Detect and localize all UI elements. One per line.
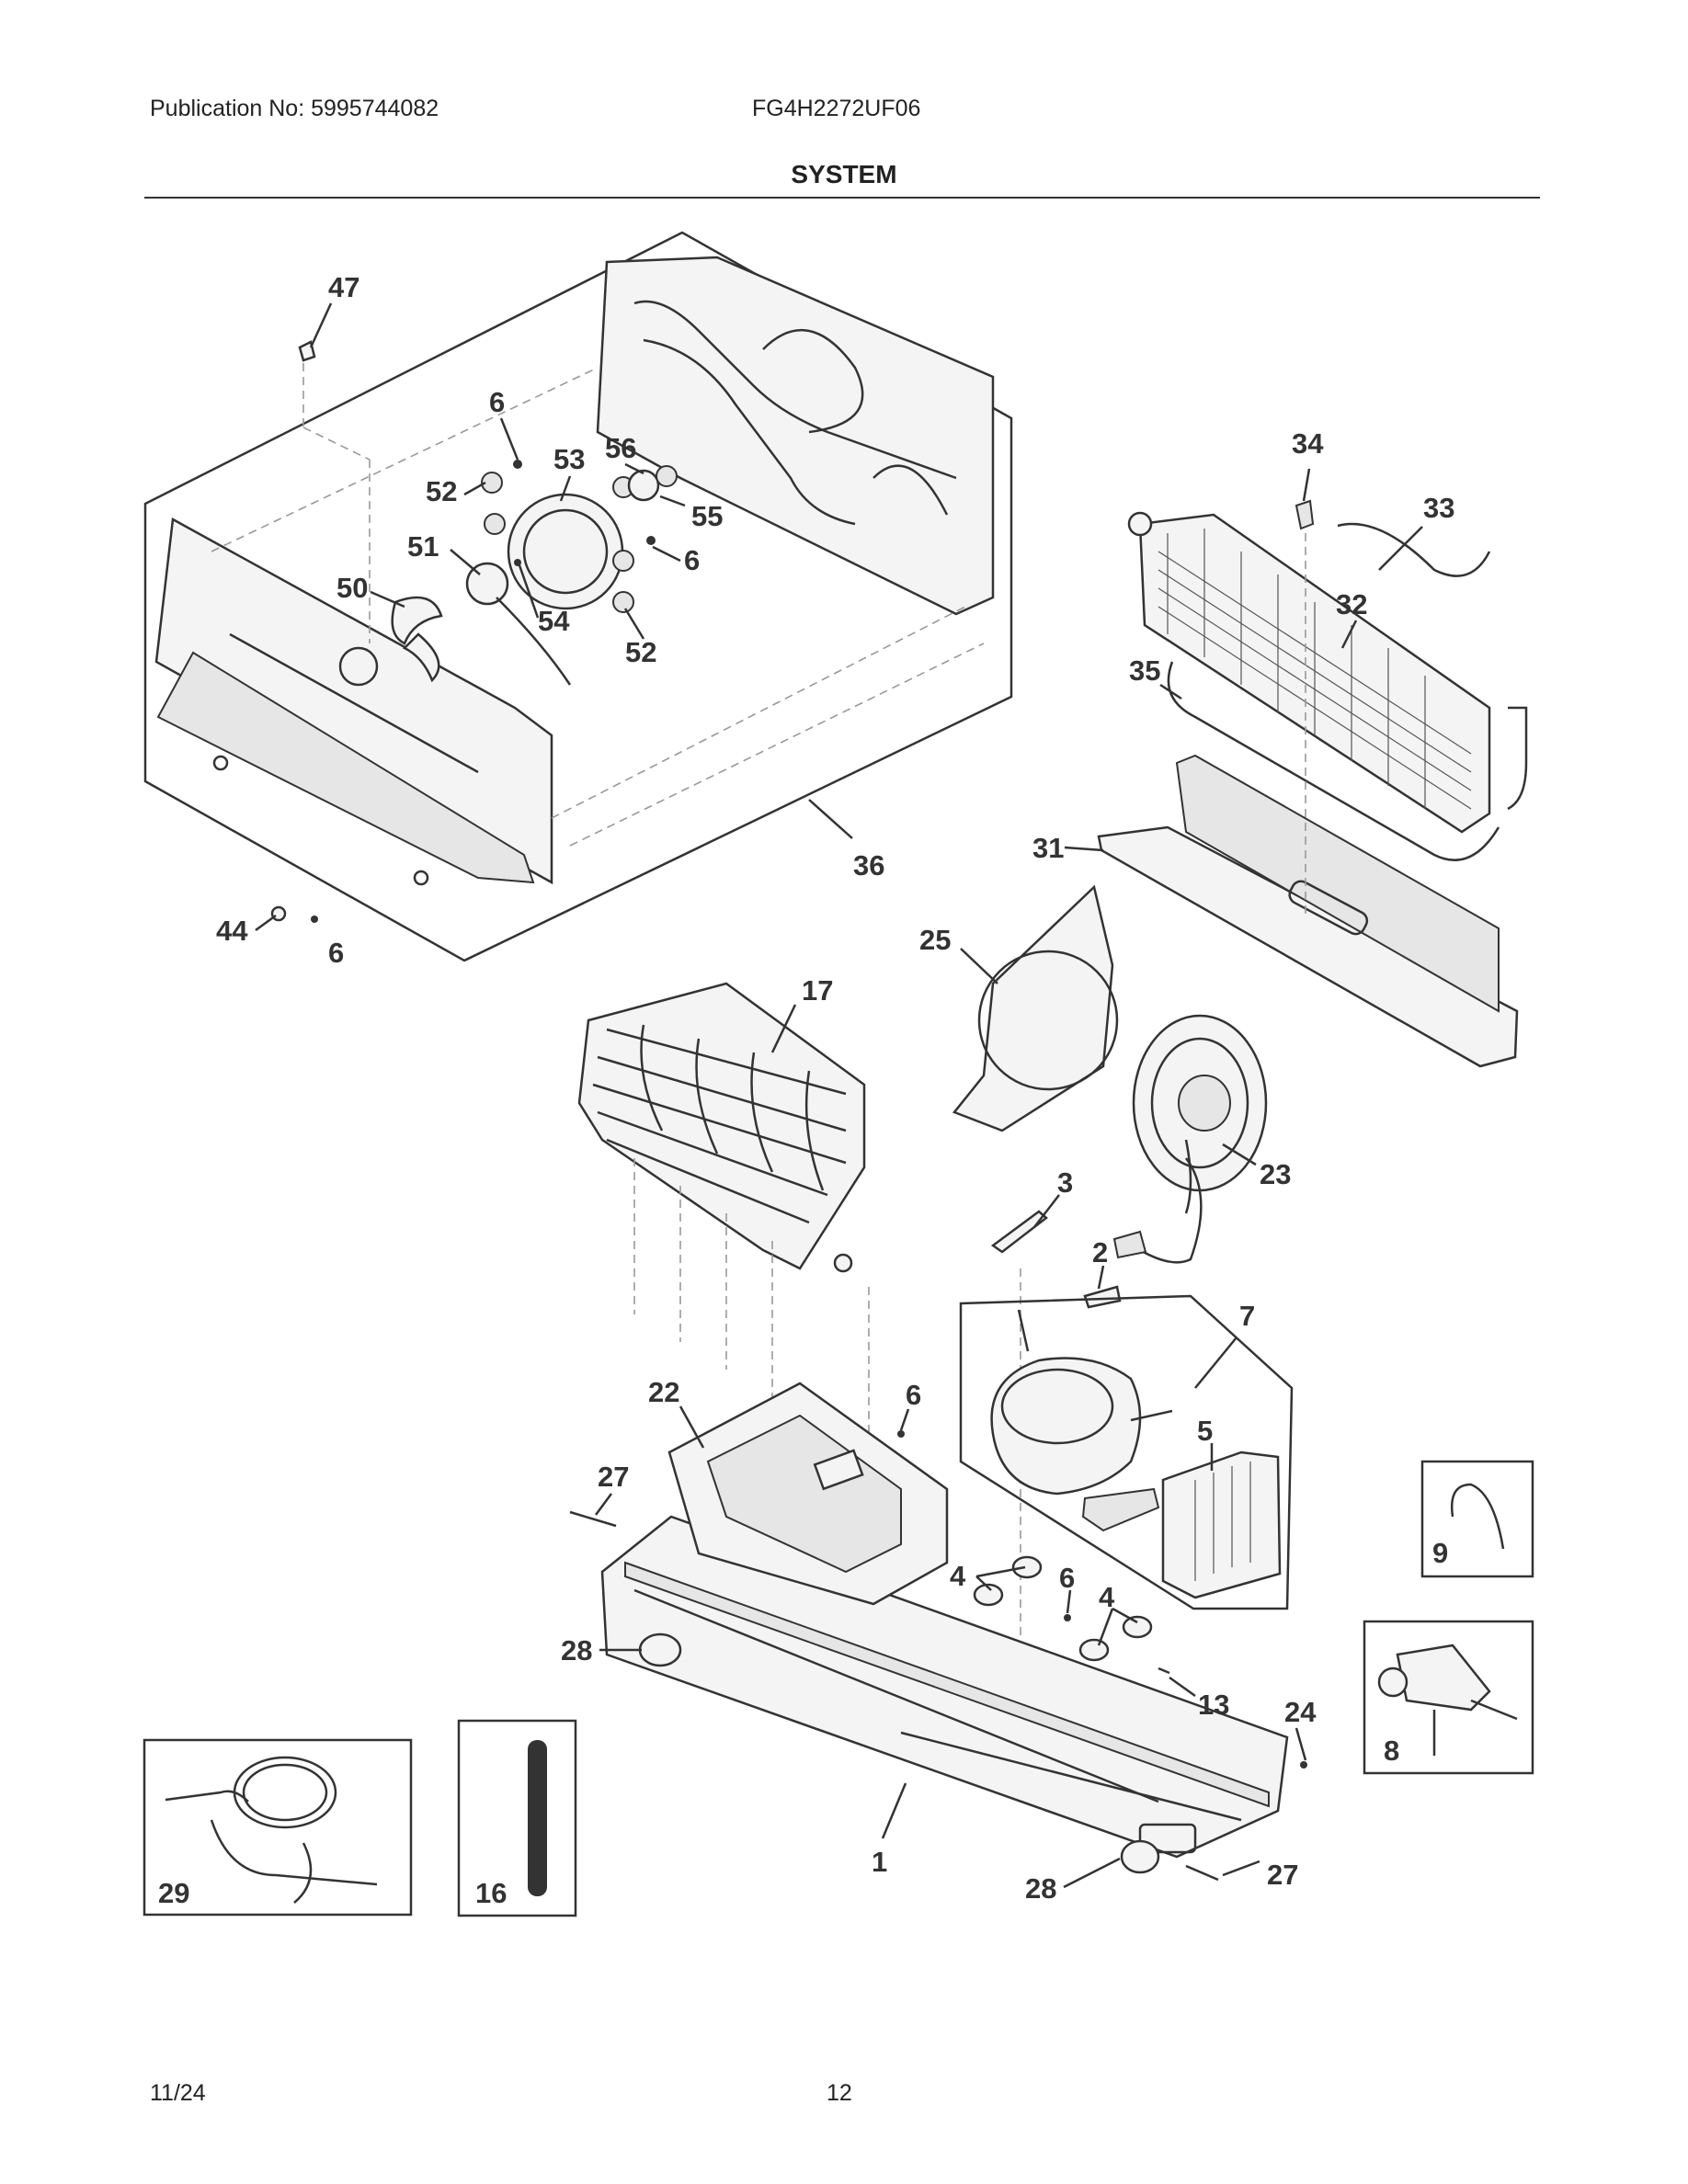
callout-34: 34 <box>1292 427 1324 460</box>
callout-4: 4 <box>1099 1581 1115 1613</box>
callout-53: 53 <box>553 443 585 475</box>
machine-compartment-base <box>569 1382 1307 1882</box>
callout-27: 27 <box>598 1461 629 1493</box>
callout-56: 56 <box>605 432 636 464</box>
callout-55: 55 <box>691 500 723 532</box>
compressor-kit <box>959 1294 1294 1610</box>
callout-47: 47 <box>328 271 359 303</box>
drain-pan <box>1097 533 1519 1068</box>
callout-51: 51 <box>407 530 439 563</box>
callout-6: 6 <box>1059 1562 1075 1594</box>
callout-29: 29 <box>158 1877 189 1909</box>
callout-6: 6 <box>684 544 700 576</box>
callout-8: 9 <box>1432 1537 1448 1569</box>
publication-number: Publication No: 5995744082 <box>150 96 439 121</box>
callout-28: 28 <box>561 1634 592 1666</box>
callout-22: 22 <box>648 1376 679 1408</box>
footer-page-number: 12 <box>827 2080 852 2106</box>
callout-36: 36 <box>853 849 884 882</box>
callout-3: 3 <box>1057 1166 1073 1199</box>
header-rule <box>144 197 1540 199</box>
callout-35: 35 <box>1129 654 1160 687</box>
callout-17: 17 <box>802 974 833 1007</box>
condenser-coil <box>577 982 1021 1710</box>
inset-tube-8 <box>1420 1460 1534 1578</box>
callout-4: 4 <box>950 1560 966 1592</box>
callout-16: 16 <box>475 1877 507 1909</box>
callout-6: 6 <box>328 937 344 969</box>
callout-5: 5 <box>1197 1415 1213 1447</box>
condenser-fan-assembly <box>952 884 1268 1309</box>
callout-33: 33 <box>1423 492 1454 524</box>
callout-23: 23 <box>1260 1158 1291 1190</box>
callout-labels: 47 6 53 56 52 55 51 6 50 54 52 36 44 6 3… <box>158 271 1454 1909</box>
inset-power-cord-29 <box>143 1738 413 1917</box>
callout-28: 28 <box>1025 1872 1056 1905</box>
callout-32: 32 <box>1336 588 1367 620</box>
callout-7: 7 <box>1239 1300 1255 1332</box>
callout-2: 2 <box>1092 1236 1108 1268</box>
callout-6: 6 <box>489 386 505 418</box>
leader-lines <box>255 302 1423 1889</box>
section-title: SYSTEM <box>791 160 897 188</box>
footer-date: 11/24 <box>150 2080 206 2106</box>
model-number: FG4H2272UF06 <box>752 96 921 121</box>
callout-54: 54 <box>538 605 570 637</box>
callout-9: 8 <box>1384 1735 1399 1767</box>
callout-52: 52 <box>426 475 457 507</box>
callout-1: 1 <box>872 1846 887 1878</box>
callout-6: 6 <box>906 1379 921 1411</box>
evaporator-coil <box>1127 499 1528 861</box>
callout-25: 25 <box>919 924 951 956</box>
callout-24: 24 <box>1284 1696 1317 1728</box>
callout-50: 50 <box>336 572 368 604</box>
callout-44: 44 <box>216 915 248 947</box>
callout-52: 52 <box>625 636 656 668</box>
inset-tape-16 <box>457 1719 577 1917</box>
evaporator-cover-assembly <box>143 231 1013 962</box>
inset-valve-9 <box>1363 1620 1534 1775</box>
callout-13: 13 <box>1198 1689 1229 1721</box>
callout-31: 31 <box>1032 832 1064 864</box>
callout-27: 27 <box>1267 1859 1298 1891</box>
